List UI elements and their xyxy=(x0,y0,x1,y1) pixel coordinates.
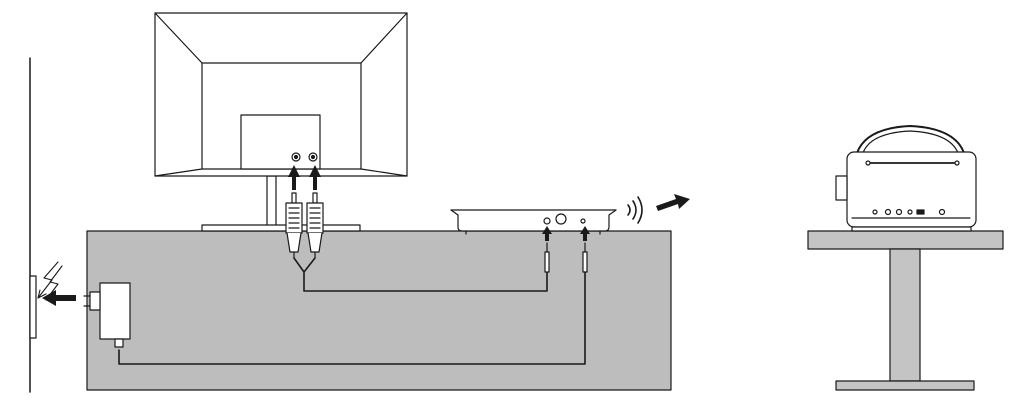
side-table xyxy=(807,230,1004,391)
tv-monitor-rear-icon xyxy=(154,12,408,232)
insert-arrow-icon xyxy=(288,165,321,190)
rca-plug-right xyxy=(306,192,324,259)
wall-socket-icon xyxy=(29,261,63,339)
power-adapter-icon xyxy=(83,282,131,348)
plug-in-arrow-icon xyxy=(42,290,76,306)
wireless-signal-icon xyxy=(627,196,643,224)
rca-plug-left xyxy=(285,192,303,259)
power-cable xyxy=(118,271,586,365)
portable-radio-icon xyxy=(835,125,977,232)
audio-cable xyxy=(293,257,548,292)
signal-direction-arrow-icon xyxy=(656,194,690,211)
insert-arrow-icon xyxy=(542,226,590,241)
jack-plug-audio xyxy=(544,242,550,273)
wireless-transmitter-icon xyxy=(450,209,617,235)
